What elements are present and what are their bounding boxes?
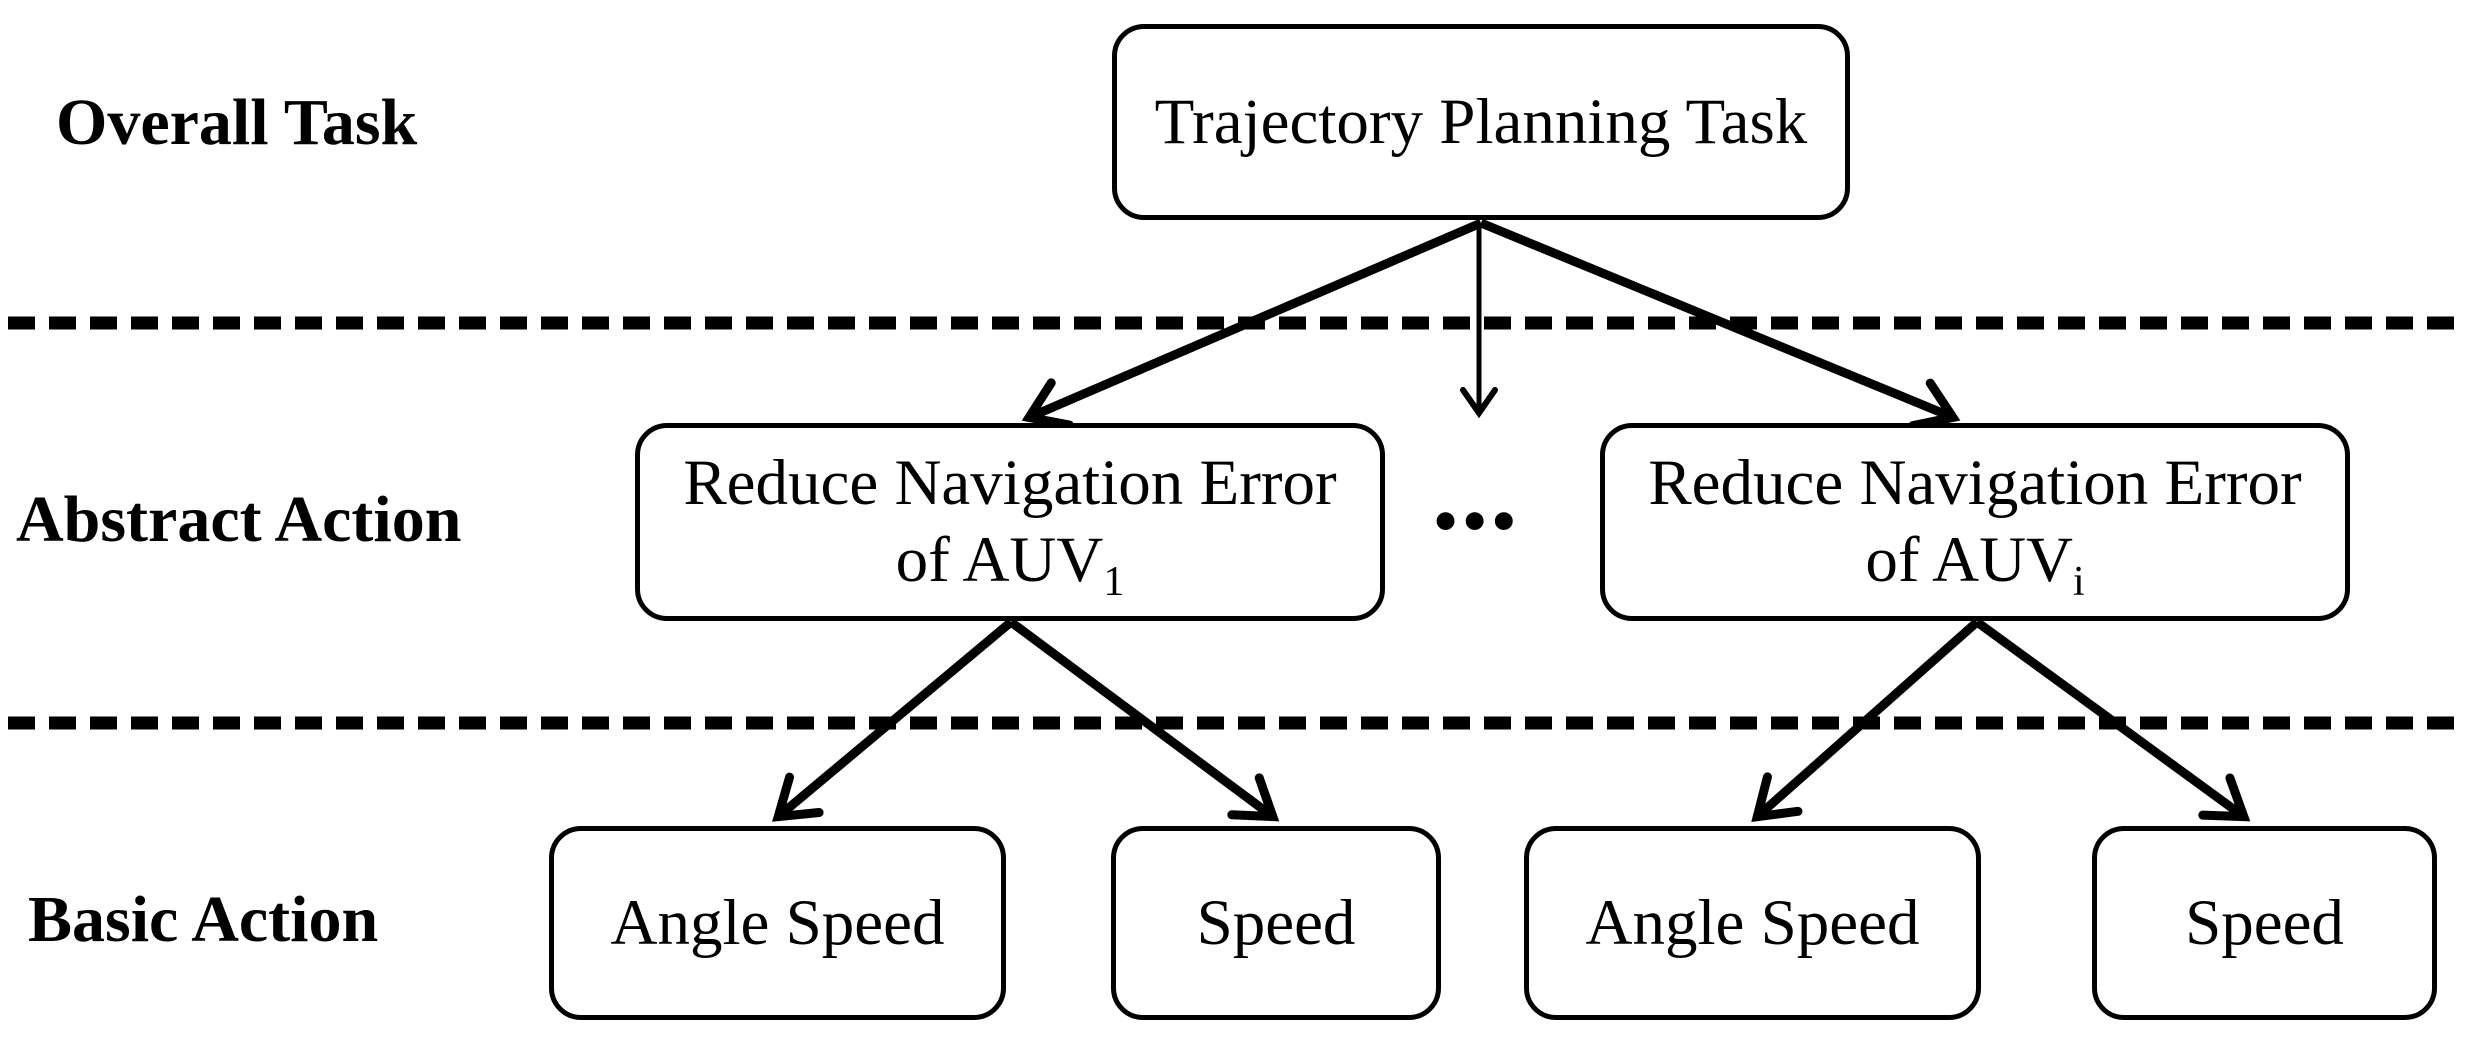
node-trajectory-planning-task: Trajectory Planning Task [1112, 24, 1850, 220]
row-label-overall-task: Overall Task [56, 86, 418, 159]
arrow-root-to-abstract1 [1021, 218, 1483, 430]
row-label-basic-action: Basic Action [28, 883, 379, 956]
node-auvi-label-subscript: i [2072, 559, 2085, 605]
arrow-abstracti-to-angle-speed [1751, 618, 1980, 822]
node-reduce-navigation-error-auv1: Reduce Navigation Error of AUV1 [635, 423, 1385, 621]
node-angle-speed-2: Angle Speed [1524, 826, 1981, 1020]
node-auvi-label-line2-main: of AUV [1865, 524, 2073, 596]
node-trajectory-planning-task-label: Trajectory Planning Task [1154, 85, 1808, 158]
node-reduce-navigation-error-auvi: Reduce Navigation Error of AUVi [1600, 423, 2350, 621]
node-angle-speed-1-label: Angle Speed [610, 886, 945, 959]
node-auvi-label-line1: Reduce Navigation Error [1648, 447, 2302, 519]
node-speed-1: Speed [1111, 826, 1441, 1020]
node-auv1-label-line1: Reduce Navigation Error [683, 447, 1337, 519]
node-speed-1-label: Speed [1196, 886, 1356, 959]
node-speed-2: Speed [2092, 826, 2437, 1020]
arrow-abstract1-to-angle-speed [772, 618, 1014, 822]
node-auv1-label-line2-main: of AUV [895, 524, 1104, 596]
arrow-abstracti-to-speed [1974, 618, 2251, 822]
node-angle-speed-2-label: Angle Speed [1585, 886, 1920, 959]
arrow-root-to-abstracti [1479, 218, 1961, 431]
node-angle-speed-1: Angle Speed [549, 826, 1006, 1020]
node-auv1-label-line2: of AUV1 [895, 522, 1125, 603]
node-speed-2-label: Speed [2185, 886, 2344, 959]
node-auv1-label-subscript: 1 [1103, 559, 1125, 605]
row-label-abstract-action: Abstract Action [16, 483, 462, 556]
arrow-abstract1-to-speed [1008, 618, 1280, 822]
ellipsis-more-abstract-actions: ••• [1434, 485, 1522, 558]
node-auvi-label-line2: of AUVi [1865, 522, 2084, 603]
